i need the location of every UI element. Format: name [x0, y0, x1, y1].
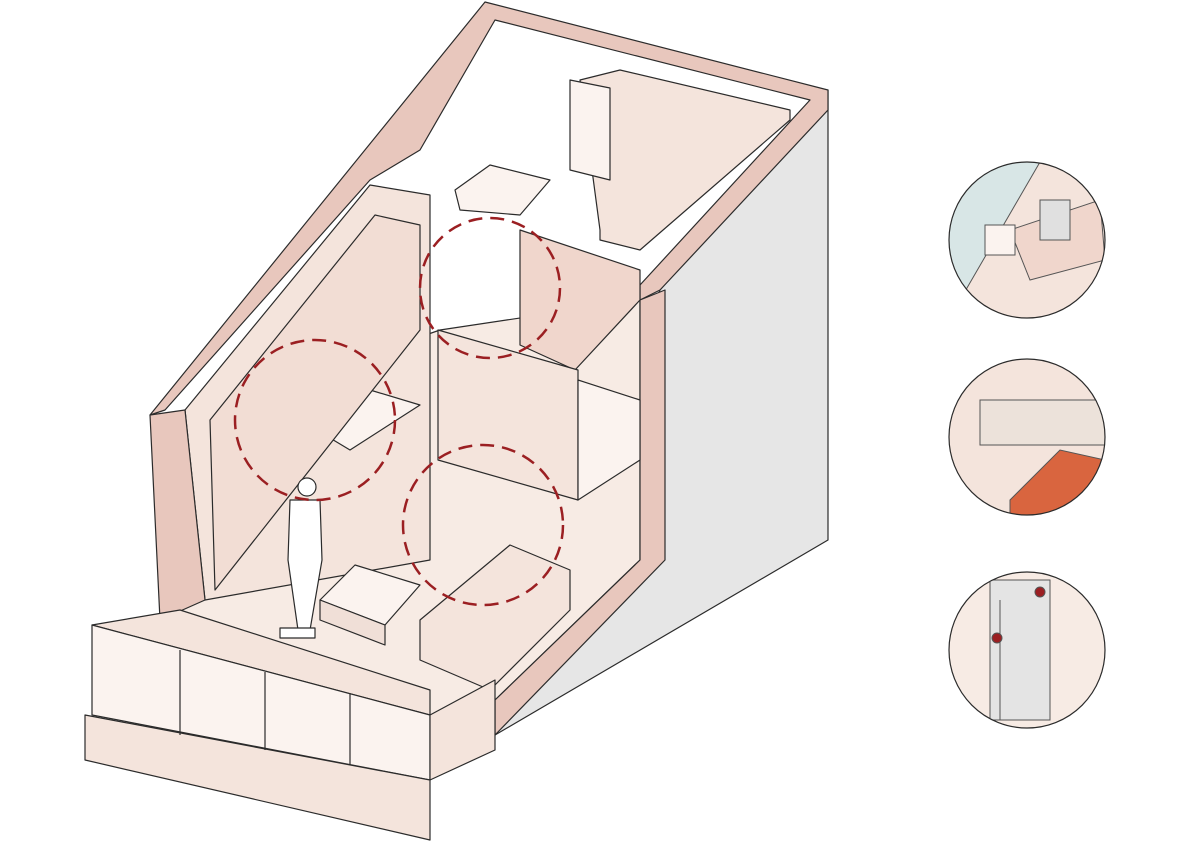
bathroom [579, 69, 791, 251]
detail-view-kitchen [949, 359, 1105, 515]
cabinet-door-lines [179, 650, 351, 765]
bed [577, 379, 641, 501]
door-opening [569, 79, 611, 181]
wall-top-rim [149, 1, 829, 416]
detail-view-borders [948, 161, 1106, 729]
highlight-desk [233, 338, 397, 502]
front-base [84, 714, 431, 841]
sofa [419, 544, 571, 691]
kitchen-counter [454, 164, 551, 216]
detail-view-desk [949, 162, 1105, 318]
ottoman-side [319, 599, 386, 646]
apartment-model [84, 1, 829, 841]
highlight-kitchen [418, 216, 562, 360]
highlight-living [401, 443, 565, 607]
detail-view-closet [949, 572, 1105, 728]
left-wall-rim-face [149, 409, 206, 621]
front-cabinet-side [429, 679, 496, 781]
bed-partition [519, 229, 641, 371]
highlight-circles [233, 216, 565, 607]
